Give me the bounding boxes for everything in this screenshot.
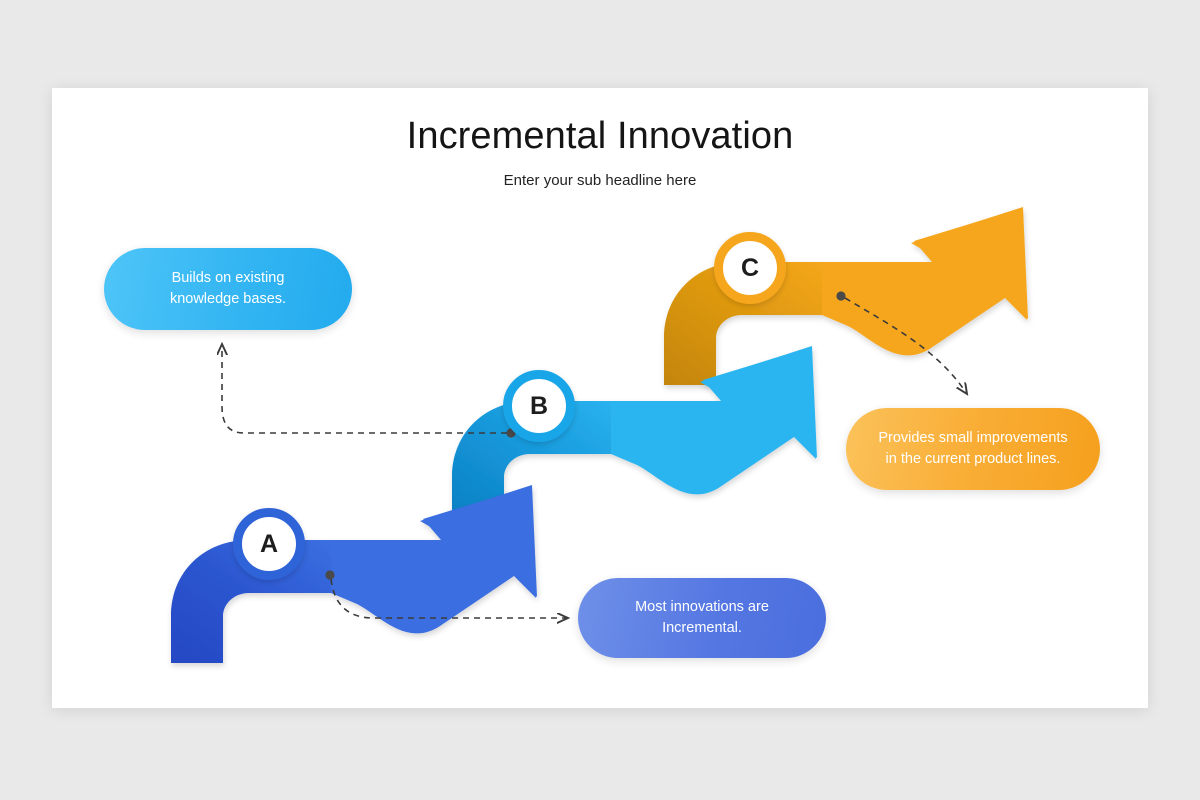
connector-c — [836, 291, 967, 394]
callout-line-2: knowledge bases. — [169, 291, 287, 307]
callout-text: Provides small improvements in the curre… — [878, 428, 1067, 469]
step-badge-c-label: C — [740, 253, 760, 282]
callout-line-1: Provides small improvements — [878, 430, 1068, 447]
page-subtitle: Enter your sub headline here — [503, 172, 697, 189]
callout-text: Most innovations are Incremental. — [635, 597, 769, 638]
callout-line-2: Incremental. — [662, 620, 742, 636]
connector-b — [222, 344, 516, 438]
connector-a — [325, 570, 568, 618]
step-badge-a-label: A — [259, 529, 279, 558]
callout-line-1: Builds on existing — [171, 270, 285, 287]
step-badge-a[interactable]: A — [233, 508, 305, 580]
ribbon-b — [452, 346, 817, 524]
incremental-innovation-diagram — [171, 207, 1028, 663]
callout-line-2: in the current product lines. — [885, 451, 1061, 467]
callout-builds-on-existing[interactable]: Builds on existing knowledge bases. — [104, 248, 352, 330]
page-title: Incremental Innovation — [406, 115, 794, 157]
step-badge-c[interactable]: C — [714, 232, 786, 304]
callout-most-innovations[interactable]: Most innovations are Incremental. — [578, 578, 826, 658]
ribbon-a — [171, 485, 537, 663]
callout-text: Builds on existing knowledge bases. — [170, 268, 286, 309]
ribbon-c — [664, 207, 1028, 385]
step-badge-b-label: B — [529, 391, 549, 420]
slide-card: Incremental Innovation Enter your sub he… — [52, 88, 1148, 708]
callout-line-1: Most innovations are — [635, 599, 769, 616]
step-badge-b[interactable]: B — [503, 370, 575, 442]
callout-provides-small-improvements[interactable]: Provides small improvements in the curre… — [846, 408, 1100, 490]
